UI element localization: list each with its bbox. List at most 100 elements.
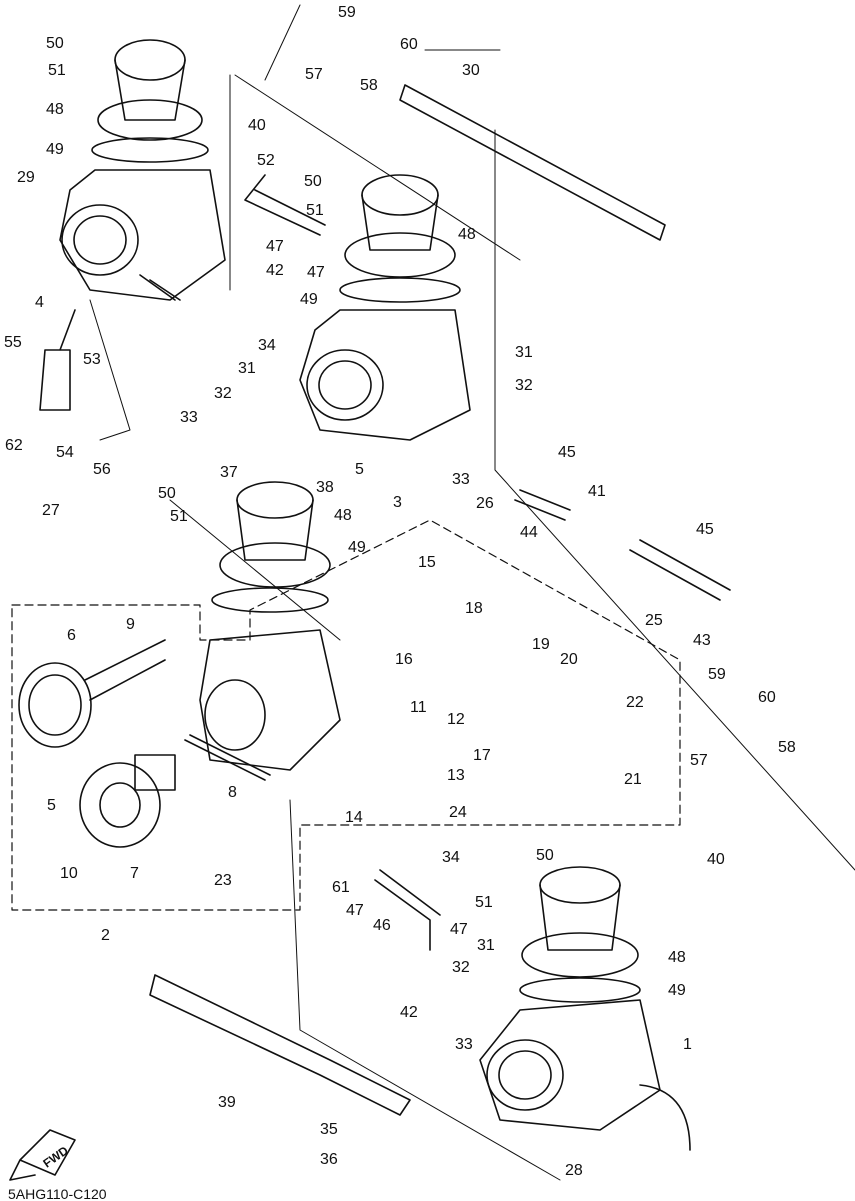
part-label: 49 <box>300 291 318 308</box>
part-label: 55 <box>4 334 22 351</box>
part-label: 31 <box>515 344 533 361</box>
part-label: 59 <box>708 666 726 683</box>
part-label: 56 <box>93 461 111 478</box>
part-label: 45 <box>558 444 576 461</box>
part-label: 34 <box>442 849 460 866</box>
part-label: 48 <box>668 949 686 966</box>
part-label: 51 <box>48 62 66 79</box>
part-label: 50 <box>46 35 64 52</box>
part-label: 40 <box>248 117 266 134</box>
carburetor-3-icon <box>299 174 471 441</box>
part-label: 24 <box>449 804 467 821</box>
hose-44-icon <box>514 489 571 521</box>
part-label: 7 <box>130 865 139 882</box>
part-label: 48 <box>458 226 476 243</box>
part-label: 41 <box>588 483 606 500</box>
carburetor-4-icon <box>59 39 226 301</box>
carburetor-2-icon <box>184 481 341 781</box>
part-label: 28 <box>565 1162 583 1179</box>
part-label: 8 <box>228 784 237 801</box>
part-label: 60 <box>758 689 776 706</box>
part-label: 59 <box>338 4 356 21</box>
piston-7-icon <box>79 754 176 848</box>
part-label: 3 <box>393 494 402 511</box>
part-label: 20 <box>560 651 578 668</box>
part-label: 14 <box>345 809 363 826</box>
part-label: 32 <box>214 385 232 402</box>
hose-52-icon <box>244 174 326 236</box>
part-label: 31 <box>238 360 256 377</box>
part-label: 49 <box>348 539 366 556</box>
part-label: 33 <box>180 409 198 426</box>
hose-46-icon <box>374 869 441 951</box>
part-label: 47 <box>346 902 364 919</box>
part-label: 5 <box>355 461 364 478</box>
part-label: 34 <box>258 337 276 354</box>
part-label: 42 <box>266 262 284 279</box>
part-label: 58 <box>778 739 796 756</box>
part-label: 6 <box>67 627 76 644</box>
part-label: 60 <box>400 36 418 53</box>
part-label: 37 <box>220 464 238 481</box>
part-label: 23 <box>214 872 232 889</box>
part-label: 11 <box>410 699 427 716</box>
part-label: 36 <box>320 1151 338 1168</box>
part-label: 58 <box>360 77 378 94</box>
part-label: 62 <box>5 437 23 454</box>
part-label: 40 <box>707 851 725 868</box>
part-label: 50 <box>536 847 554 864</box>
part-label: 9 <box>126 616 135 633</box>
part-label: 31 <box>477 937 495 954</box>
part-label: 33 <box>455 1036 473 1053</box>
part-label: 48 <box>334 507 352 524</box>
part-label: 43 <box>693 632 711 649</box>
sensor-53-icon <box>39 309 76 411</box>
part-label: 21 <box>624 771 642 788</box>
part-label: 22 <box>626 694 644 711</box>
hose-43-icon <box>629 539 731 601</box>
fwd-arrow-icon <box>9 1129 76 1181</box>
part-label: 12 <box>447 711 465 728</box>
part-label: 16 <box>395 651 413 668</box>
part-label: 52 <box>257 152 275 169</box>
part-label: 19 <box>532 636 550 653</box>
part-label: 1 <box>683 1036 692 1053</box>
part-label: 49 <box>668 982 686 999</box>
part-label: 33 <box>452 471 470 488</box>
part-label: 47 <box>307 264 325 281</box>
part-label: 61 <box>332 879 350 896</box>
part-label: 51 <box>475 894 493 911</box>
carburetor-1-icon <box>479 866 691 1151</box>
part-label: 18 <box>465 600 483 617</box>
part-label: 26 <box>476 495 494 512</box>
part-label: 47 <box>266 238 284 255</box>
part-label: 17 <box>473 747 491 764</box>
part-label: 4 <box>35 294 44 311</box>
part-label: 25 <box>645 612 663 629</box>
part-label: 38 <box>316 479 334 496</box>
part-label: 51 <box>306 202 324 219</box>
part-label: 10 <box>60 865 78 882</box>
diagram-code: 5AHG110-C120 <box>8 1186 107 1201</box>
part-label: 42 <box>400 1004 418 1021</box>
part-label: 53 <box>83 351 101 368</box>
part-label: 44 <box>520 524 538 541</box>
subassembly-boundary <box>11 519 681 911</box>
part-label: 15 <box>418 554 436 571</box>
part-label: 54 <box>56 444 74 461</box>
part-label: 50 <box>304 173 322 190</box>
part-label: 30 <box>462 62 480 79</box>
part-label: 39 <box>218 1094 236 1111</box>
part-label: 2 <box>101 927 110 944</box>
part-label: 57 <box>690 752 708 769</box>
part-label: 46 <box>373 917 391 934</box>
part-label: 51 <box>170 508 188 525</box>
part-label: 50 <box>158 485 176 502</box>
part-label: 13 <box>447 767 465 784</box>
part-label: 49 <box>46 141 64 158</box>
part-label: 5 <box>47 797 56 814</box>
part-label: 35 <box>320 1121 338 1138</box>
lever-assembly-icon <box>149 974 411 1116</box>
